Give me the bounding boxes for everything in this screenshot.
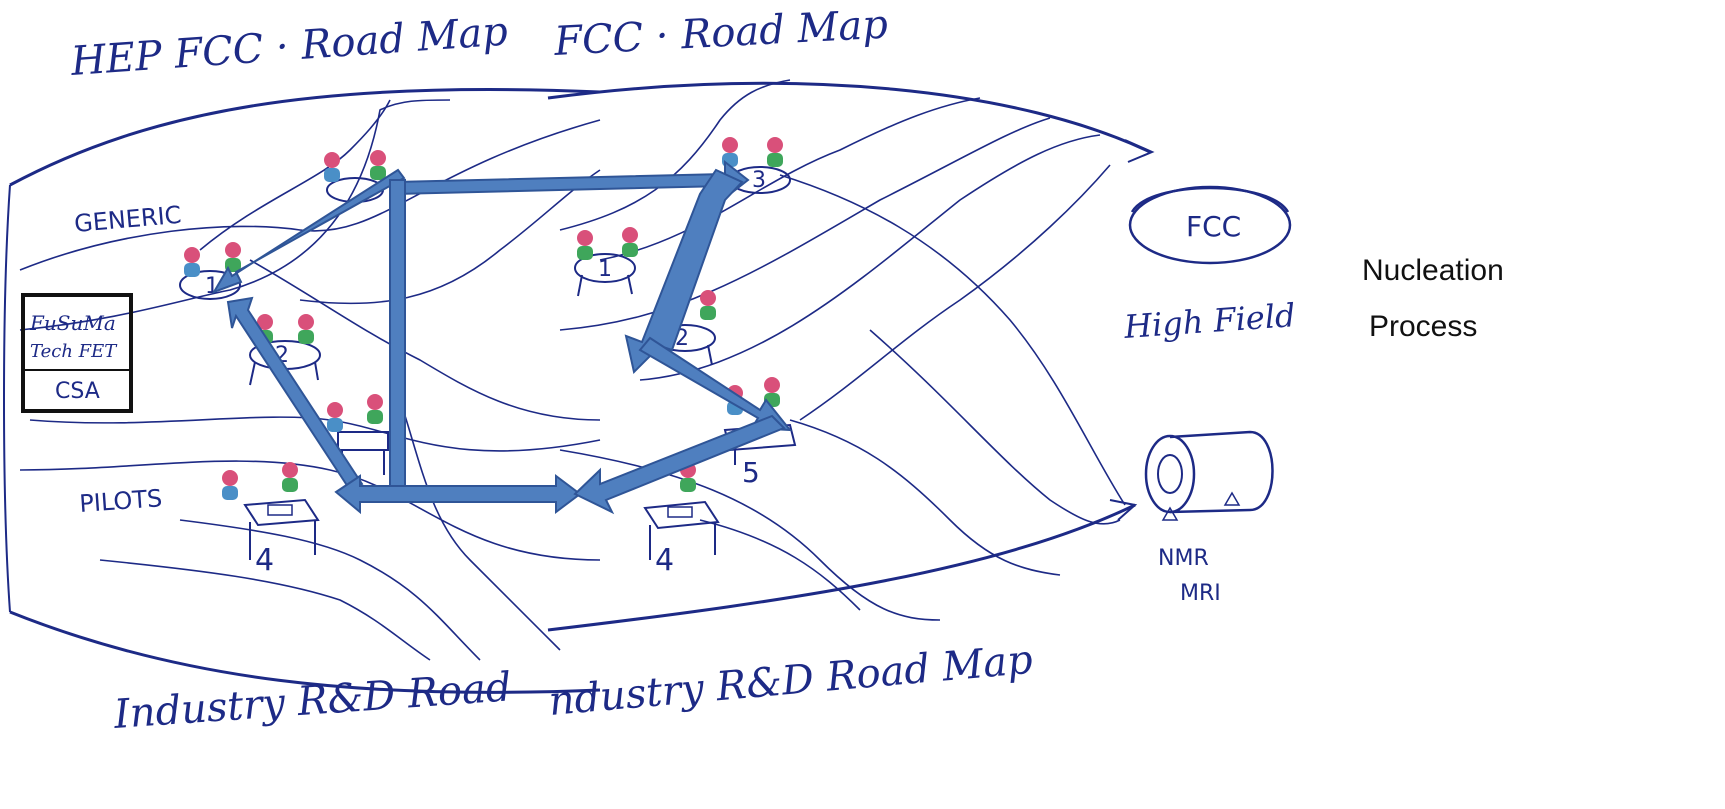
high-field-caption: High Field: [1122, 296, 1297, 346]
left-station-4-number: 4: [255, 543, 274, 578]
label-pilots: PILOTS: [78, 484, 163, 518]
right-lens-bottom-edge: [548, 505, 1135, 630]
left-lens-top-edge: [10, 89, 600, 185]
right-station-1-number: 1: [598, 257, 612, 282]
magnet-cylinder-target: NMR MRI: [1146, 432, 1273, 606]
arrow-bottom-horizontal: [336, 476, 580, 512]
left-bottom-title: Industry R&D Road: [111, 664, 512, 738]
fusuma-line-1: FuSuMa: [29, 311, 116, 335]
right-station-3-number: 3: [752, 168, 766, 193]
right-lens-top-edge: [548, 83, 1150, 152]
right-station-4-number: 4: [655, 543, 674, 578]
right-station-5-number: 5: [742, 456, 760, 489]
mri-caption: MRI: [1180, 581, 1221, 606]
arrow-to-station-1: [214, 170, 404, 292]
fcc-ring-target: FCC High Field: [1122, 187, 1297, 346]
fcc-ring-label: FCC: [1186, 210, 1241, 243]
fusuma-line-2: Tech FET: [30, 341, 118, 362]
left-roadmap-title: HEP FCC · Road Map: [68, 9, 509, 85]
left-roadmap-sketch: HEP FCC · Road Map GENERIC PILOTS FuSuMa…: [4, 9, 600, 738]
left-lens-left-edge: [4, 185, 10, 612]
nmr-caption: NMR: [1158, 546, 1209, 571]
caption-line-2: Process: [1369, 309, 1477, 345]
fusuma-line-3: CSA: [55, 379, 100, 404]
right-bottom-title: ndustry R&D Road Map: [547, 637, 1035, 725]
caption-line-1: Nucleation: [1362, 253, 1504, 289]
right-roadmap-title: FCC · Road Map: [552, 2, 889, 65]
arrow-vertical-down: [390, 180, 405, 488]
